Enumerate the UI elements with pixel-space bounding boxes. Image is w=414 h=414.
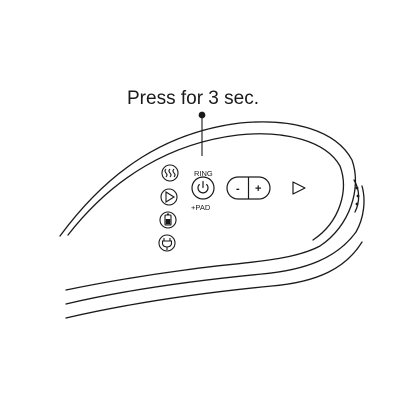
callout-text: Press for 3 sec.	[127, 88, 259, 109]
minus-button[interactable]: -	[236, 183, 240, 195]
power-button-bottom-label: +PAD	[191, 203, 211, 212]
plug-charge-icon	[158, 234, 176, 252]
body-inner-contour	[67, 133, 344, 241]
plus-button[interactable]: +	[255, 183, 261, 195]
body-upper-outer-edge	[59, 121, 357, 291]
body-lower-edge-1	[65, 185, 365, 305]
play-mode-icon[interactable]	[160, 188, 178, 206]
power-button[interactable]: RING +PAD	[191, 169, 215, 212]
side-port-dot-2	[356, 194, 360, 198]
power-icon	[197, 180, 209, 194]
side-icon-column	[158, 164, 179, 252]
side-port-dot-3	[355, 202, 359, 206]
heat-waves-icon[interactable]	[161, 164, 179, 182]
device-outline	[59, 121, 365, 319]
battery-icon	[159, 211, 177, 229]
intensity-control: - +	[226, 176, 271, 200]
play-arrow-icon[interactable]	[292, 181, 306, 195]
body-lower-edge-2	[65, 241, 363, 319]
side-port-dot-1	[355, 186, 359, 190]
power-button-top-label: RING	[194, 169, 213, 178]
